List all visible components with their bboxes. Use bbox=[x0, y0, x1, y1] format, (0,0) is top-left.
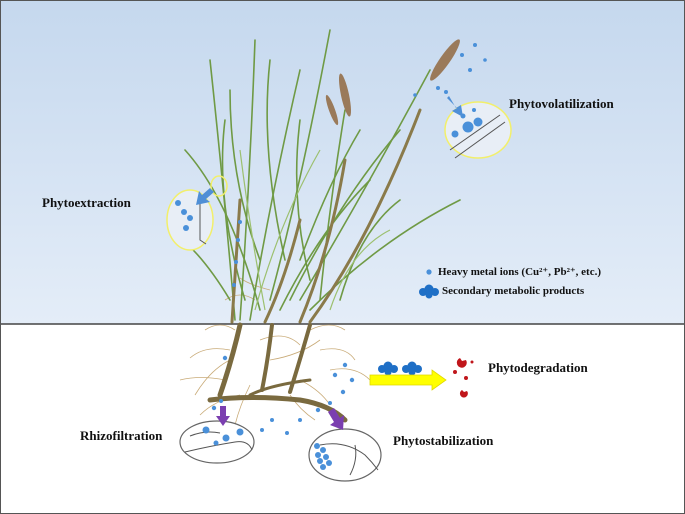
seed-heads bbox=[325, 39, 460, 126]
degraded-fragments bbox=[453, 358, 474, 398]
soil-ions bbox=[211, 355, 355, 435]
rhizofiltration-inset bbox=[179, 420, 255, 464]
fine-roots bbox=[179, 277, 371, 426]
stem-ions bbox=[232, 220, 242, 287]
phytostabilization-inset bbox=[308, 428, 382, 482]
label-phytovolatilization: Phytovolatilization bbox=[509, 96, 614, 111]
metabolite-blobs bbox=[378, 361, 422, 376]
phytodegradation-arrow bbox=[369, 369, 447, 391]
label-phytodegradation: Phytodegradation bbox=[488, 360, 588, 375]
phytostabilization-arrow bbox=[328, 408, 344, 430]
legend-metabolite-marker bbox=[419, 284, 439, 299]
legend-heavy-metal-ions: Heavy metal ions (Cu²⁺, Pb²⁺, etc.) bbox=[438, 266, 602, 278]
phytovolatilization-arrow bbox=[447, 96, 463, 117]
legend-secondary-metabolic-products: Secondary metabolic products bbox=[442, 285, 585, 297]
phytoextraction-inset bbox=[166, 175, 228, 251]
label-phytoextraction: Phytoextraction bbox=[42, 195, 131, 210]
label-rhizofiltration: Rhizofiltration bbox=[80, 428, 163, 443]
legend-ion-marker bbox=[426, 269, 432, 275]
rhizofiltration-arrow bbox=[216, 406, 230, 426]
volatilized-ions bbox=[413, 43, 487, 97]
label-phytostabilization: Phytostabilization bbox=[393, 433, 494, 448]
phytoextraction-arrow bbox=[196, 188, 214, 205]
grass-blades-light bbox=[239, 149, 391, 311]
